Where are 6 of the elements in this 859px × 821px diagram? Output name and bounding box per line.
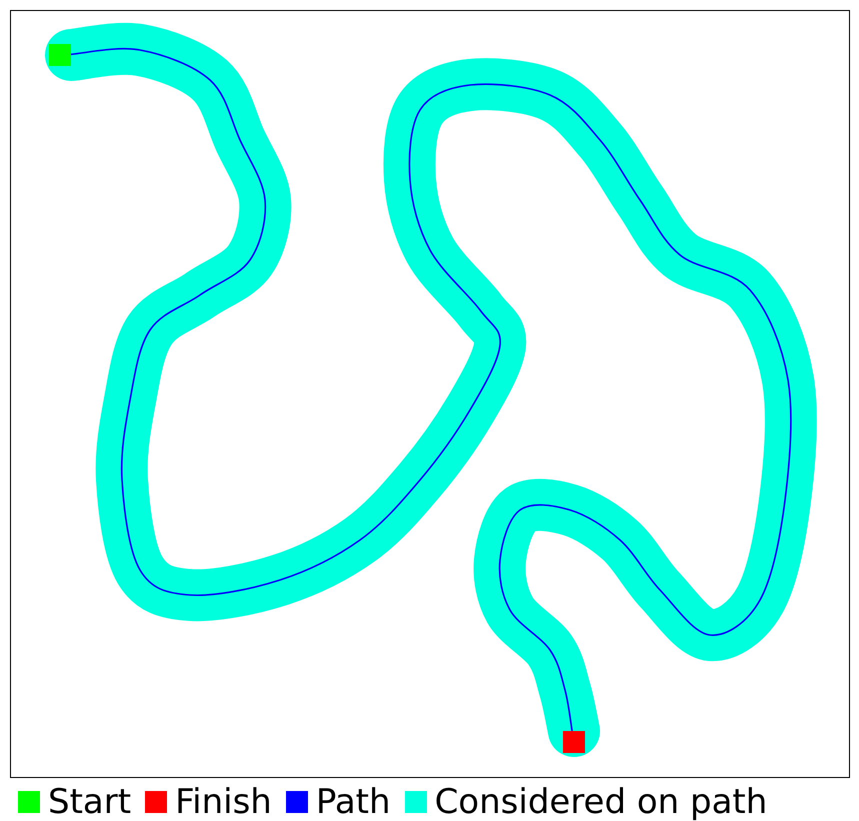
finish-marker xyxy=(563,731,585,753)
start-marker xyxy=(49,44,71,66)
legend-label: Finish xyxy=(175,783,272,821)
legend-label: Considered on path xyxy=(434,783,768,821)
legend-label: Start xyxy=(48,783,132,821)
legend-label: Path xyxy=(316,783,391,821)
